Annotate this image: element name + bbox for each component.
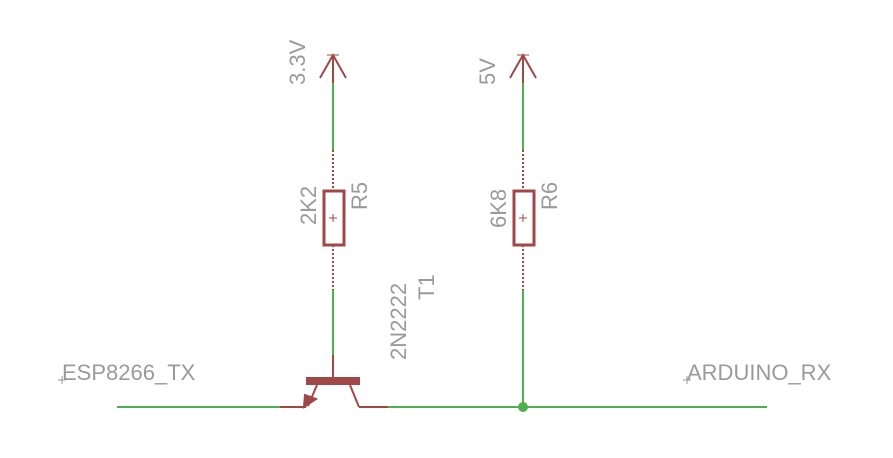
supply-5v-symbol (509, 52, 537, 83)
net-label-arduino-rx: ARDUINO_RX (687, 360, 832, 385)
resistor-r6 (512, 150, 536, 290)
r5-value: 2K2 (296, 186, 321, 225)
supply-3v3-symbol (319, 52, 347, 83)
r6-value: 6K8 (486, 189, 511, 228)
resistor-r5 (322, 150, 346, 290)
supply-label-3v3: 3.3V (285, 39, 310, 85)
junction-dot (518, 402, 528, 412)
r6-name: R6 (537, 182, 562, 210)
t1-name: T1 (414, 274, 439, 300)
net-label-esp8266-tx: ESP8266_TX (62, 360, 196, 385)
r5-name: R5 (347, 182, 372, 210)
transistor-t1 (280, 355, 388, 409)
t1-value: 2N2222 (386, 283, 411, 360)
supply-label-5v: 5V (475, 58, 500, 85)
